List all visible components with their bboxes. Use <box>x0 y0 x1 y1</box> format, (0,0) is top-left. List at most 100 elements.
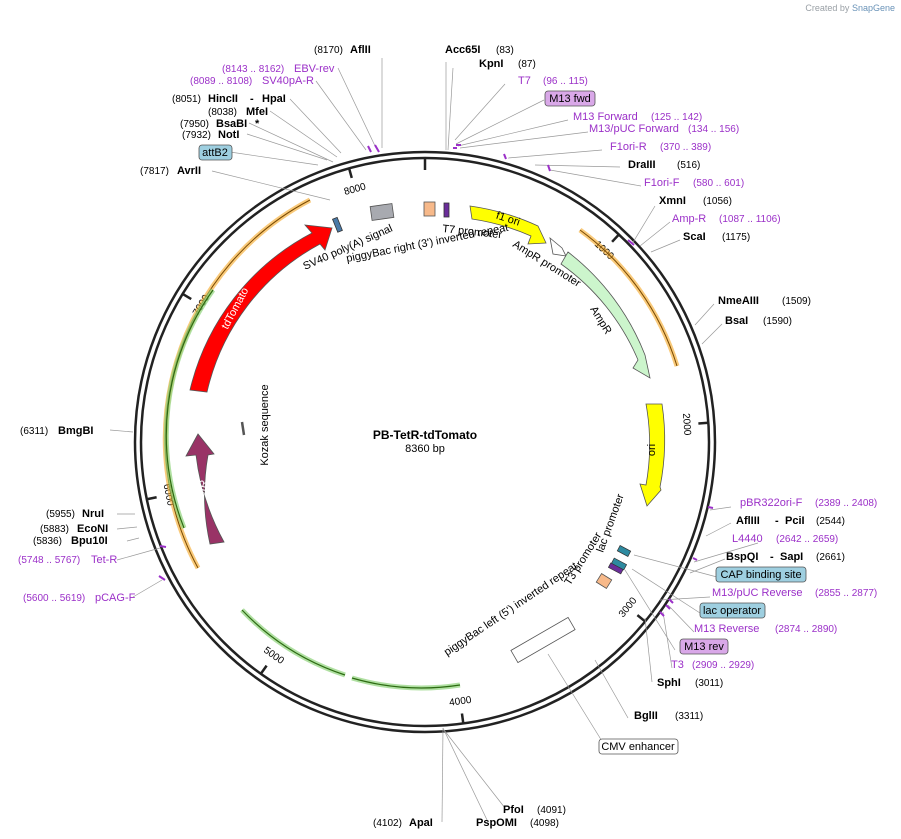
primer-m13-forward: M13 Forward <box>573 111 638 123</box>
primer-pos: (8143 .. 8162) <box>222 64 284 75</box>
site-afliii: AflIII <box>736 515 760 527</box>
site-afliii-sep: - <box>775 515 779 527</box>
primer-t7: T7 <box>518 75 531 87</box>
site-pos: (83) <box>496 45 514 56</box>
tick-mark <box>182 292 192 301</box>
cmv-tag <box>598 738 679 755</box>
t3-promoter-box <box>595 573 613 589</box>
m13-rev-tag <box>679 638 729 655</box>
orf-arc-line <box>579 229 678 367</box>
site-pcii: PciI <box>785 515 805 527</box>
ori-label: ori <box>646 444 658 456</box>
site-bsabi-star: * <box>255 118 260 130</box>
tick-mark <box>698 421 709 425</box>
primer-l4440: L4440 <box>732 533 763 545</box>
lac-op-tag-label: lac operator <box>703 605 761 617</box>
primer-m13-puc-forward: M13/pUC Forward <box>589 123 679 135</box>
primer-f1ori-f: F1ori-F <box>644 177 680 189</box>
primer-pos: (1087 .. 1106) <box>719 214 781 225</box>
tetr-arrow <box>185 433 225 545</box>
m13-fwd-tag-label: M13 fwd <box>549 93 591 105</box>
site-kpni: KpnI <box>479 58 503 70</box>
site-pos: (3011) <box>695 678 723 689</box>
primer-ebv-rev: EBV-rev <box>294 63 335 75</box>
primer-pos: (2874 .. 2890) <box>775 624 837 635</box>
site-bspqi: BspQI <box>726 551 758 563</box>
site-pos: (5955) <box>46 509 75 520</box>
site-pos: (87) <box>518 59 536 70</box>
cap-tag-label: CAP binding site <box>720 569 801 581</box>
site-pos: (1175) <box>722 232 750 243</box>
site-pos: (8170) <box>314 45 343 56</box>
t7-promoter-box <box>423 201 436 217</box>
tdtomato-arrow <box>189 224 333 393</box>
cmv-tag-label: CMV enhancer <box>601 741 675 753</box>
site-hincii-sep: - <box>250 93 254 105</box>
site-pfoi: PfoI <box>503 804 524 816</box>
cap-box <box>616 545 632 557</box>
tick-label: 8000 <box>343 181 368 198</box>
tick-label: 4000 <box>449 695 473 709</box>
site-pos: (2661) <box>816 552 845 563</box>
orf-arc <box>578 227 680 367</box>
site-bsai: BsaI <box>725 315 748 327</box>
ampr-arrow <box>560 251 651 379</box>
site-bsabi: BsaBI <box>216 118 247 130</box>
tick-label: 3000 <box>617 595 640 620</box>
site-apai: ApaI <box>409 817 433 829</box>
tdtomato-label: tdTomato <box>219 286 251 332</box>
primer-pbr322ori-f: pBR322ori-F <box>740 497 803 509</box>
site-pos: (516) <box>677 160 700 171</box>
primer-pos: (8089 .. 8108) <box>190 76 252 87</box>
m13-fwd-tag <box>544 90 596 107</box>
site-sapi: SapI <box>780 551 803 563</box>
tick-mark <box>146 495 157 501</box>
primer-pos: (96 .. 115) <box>543 76 588 87</box>
site-pos: (2544) <box>816 516 845 527</box>
site-scai: ScaI <box>683 231 706 243</box>
orf-arc-green-line <box>165 289 214 529</box>
site-avrii: AvrII <box>177 165 201 177</box>
site-pos: (7950) <box>180 119 209 130</box>
primer-m13-puc-reverse: M13/pUC Reverse <box>712 587 802 599</box>
boxed-labels: M13 fwd attB2 CAP binding site lac opera… <box>198 90 807 755</box>
primer-pos: (2389 .. 2408) <box>815 498 877 509</box>
tick-mark <box>259 664 268 675</box>
site-pos: (1509) <box>782 296 811 307</box>
site-nrui: NruI <box>82 508 104 520</box>
site-draiii: DraIII <box>628 159 656 171</box>
piggybac-right-box <box>369 203 395 221</box>
primer-pos: (134 .. 156) <box>688 124 739 135</box>
primer-pos: (5748 .. 5767) <box>18 555 80 566</box>
snapgene-credit: Created by SnapGene <box>805 3 895 13</box>
tick-label: 2000 <box>680 413 693 436</box>
leader-lines <box>109 58 759 823</box>
site-hpai: HpaI <box>262 93 286 105</box>
piggybac-left-box <box>510 616 576 664</box>
site-pos: (7817) <box>140 166 169 177</box>
plasmid-name: PB-TetR-tdTomato <box>373 428 477 442</box>
primer-pos: (580 .. 601) <box>693 178 744 189</box>
site-pspomi: PspOMI <box>476 817 517 829</box>
site-bpu10i: Bpu10I <box>71 535 108 547</box>
site-pos: (1056) <box>703 196 732 207</box>
site-aflii: AflII <box>350 44 371 56</box>
site-pos: (8051) <box>172 94 201 105</box>
restriction-sites: (8170) AflII Acc65I (83) KpnI (87) (8051… <box>20 44 845 829</box>
site-mfei: MfeI <box>246 106 268 118</box>
primer-pos: (2642 .. 2659) <box>776 534 838 545</box>
primer-sv40pa-r: SV40pA-R <box>262 75 314 87</box>
primer-amp-r: Amp-R <box>672 213 706 225</box>
primer-pos: (125 .. 142) <box>651 112 702 123</box>
orf-arc-green <box>240 608 346 678</box>
primer-marks <box>158 144 714 617</box>
attb2-tag <box>198 144 233 161</box>
site-pos: (4098) <box>530 818 559 829</box>
ampr-promoter-arrow <box>549 236 567 257</box>
site-hincii: HincII <box>208 93 238 105</box>
site-nmeaiii: NmeAIII <box>718 295 759 307</box>
site-noti: NotI <box>218 129 239 141</box>
site-econi: EcoNI <box>77 523 108 535</box>
site-acc65i: Acc65I <box>445 44 480 56</box>
